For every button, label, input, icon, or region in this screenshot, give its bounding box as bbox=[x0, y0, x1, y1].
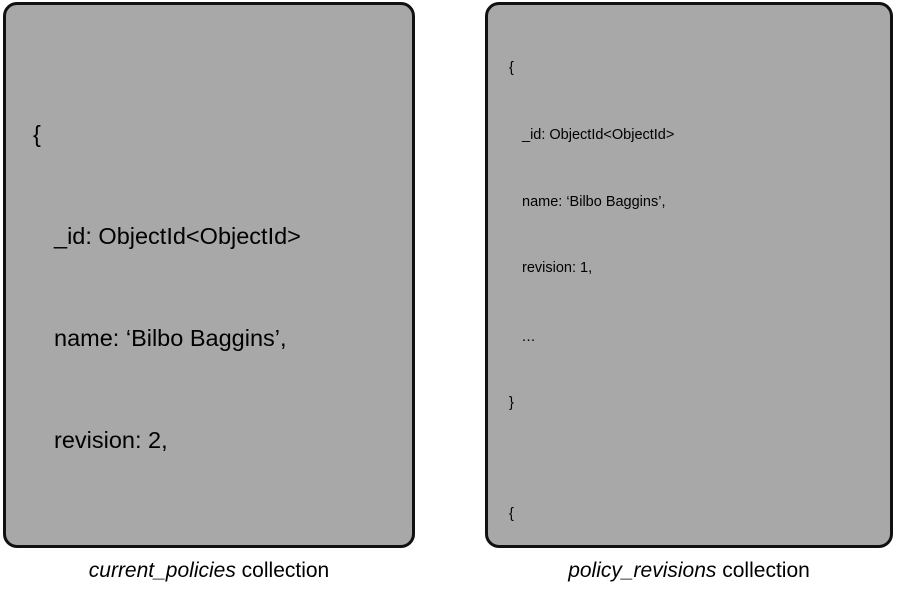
field-revision: revision: 1, bbox=[522, 260, 593, 277]
collection-suffix-label: collection bbox=[235, 559, 330, 582]
collection-name-label: policy_revisions bbox=[568, 559, 717, 582]
document-block: { _id: ObjectId<ObjectId> name: ‘Gandalf… bbox=[509, 459, 884, 545]
document-block: { _id: ObjectId<ObjectId> name: ‘Bilbo B… bbox=[509, 13, 884, 459]
ellipsis: ... bbox=[522, 328, 536, 345]
document-list-current-policies: { _id: ObjectId<ObjectId> name: ‘Bilbo B… bbox=[33, 49, 406, 545]
collection-suffix-label: collection bbox=[716, 559, 810, 582]
open-brace: { bbox=[509, 60, 514, 77]
field-revision: revision: 2, bbox=[54, 427, 168, 453]
ellipsis: ... bbox=[33, 533, 406, 545]
collection-panel-policy-revisions: { _id: ObjectId<ObjectId> name: ‘Bilbo B… bbox=[485, 2, 893, 548]
close-brace: } bbox=[509, 395, 514, 412]
field-name: name: ‘Bilbo Baggins’, bbox=[54, 325, 287, 351]
collection-panel-current-policies: { _id: ObjectId<ObjectId> name: ‘Bilbo B… bbox=[3, 2, 415, 548]
document-list-policy-revisions: { _id: ObjectId<ObjectId> name: ‘Bilbo B… bbox=[509, 13, 884, 545]
open-brace: { bbox=[509, 506, 514, 523]
caption-current-policies: current_policies collection bbox=[3, 556, 415, 586]
document-block: { _id: ObjectId<ObjectId> name: ‘Bilbo B… bbox=[33, 49, 406, 545]
open-brace: { bbox=[33, 121, 41, 147]
field-id: _id: ObjectId<ObjectId> bbox=[522, 127, 675, 144]
field-name: name: ‘Bilbo Baggins’, bbox=[522, 193, 666, 210]
caption-policy-revisions: policy_revisions collection bbox=[485, 556, 893, 586]
field-id: _id: ObjectId<ObjectId> bbox=[54, 223, 301, 249]
collection-name-label: current_policies bbox=[88, 559, 236, 582]
